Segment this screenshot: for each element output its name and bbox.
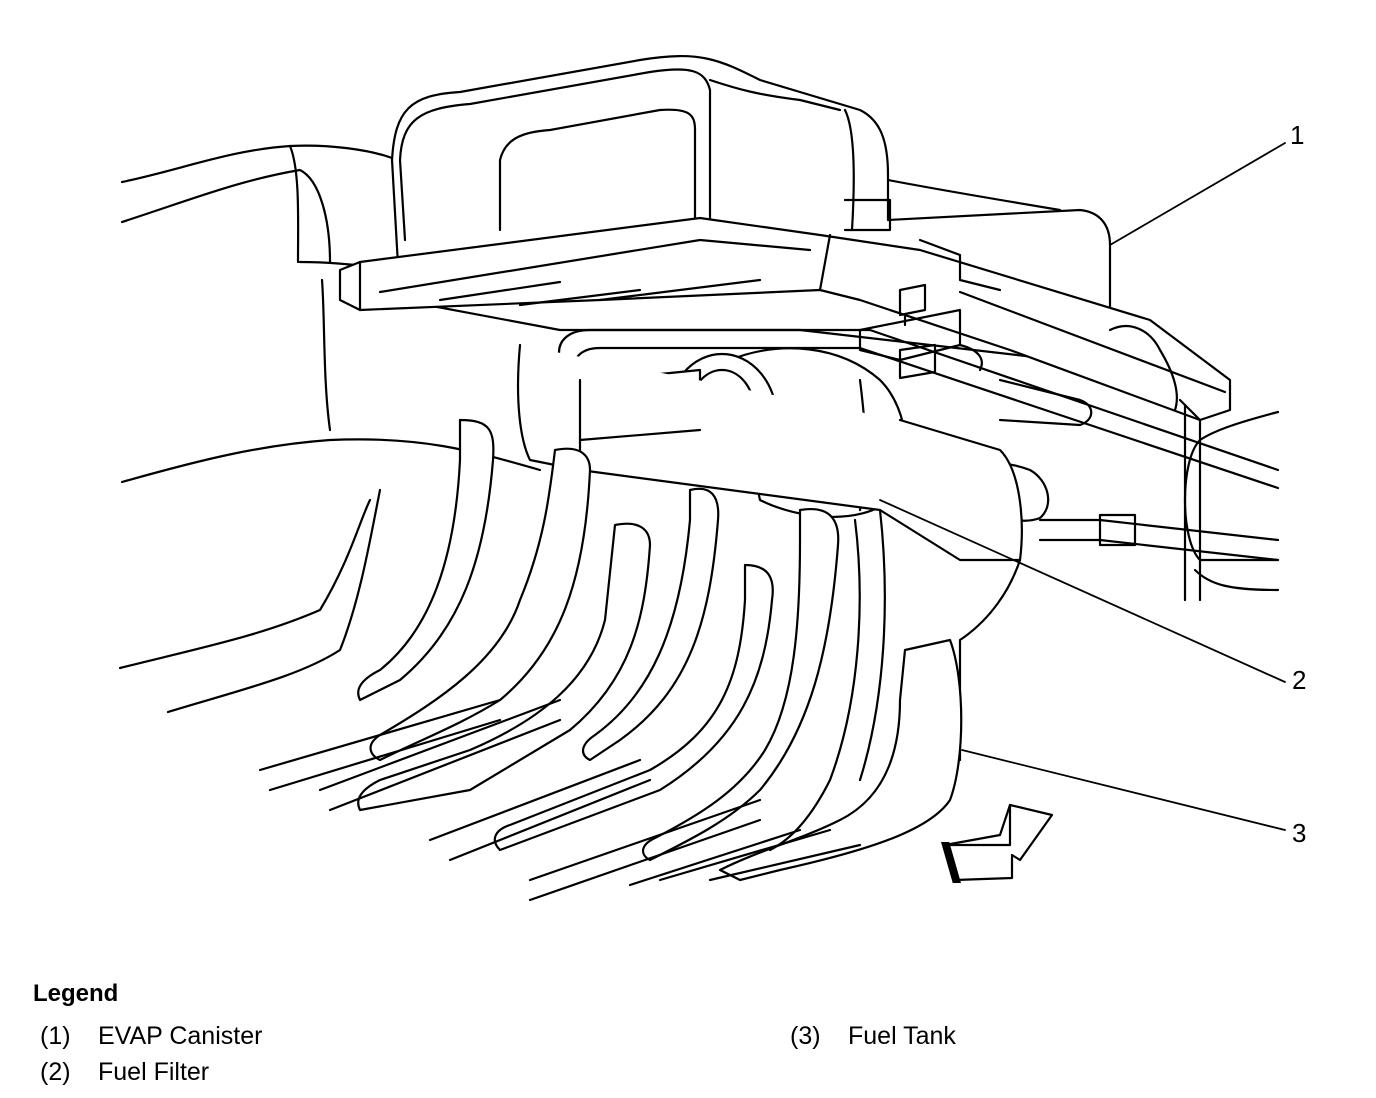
callout-3: 3 bbox=[1292, 818, 1307, 848]
leader-lines bbox=[879, 142, 1286, 831]
legend-title: Legend bbox=[33, 980, 119, 1007]
legend-item-number: (1) bbox=[40, 1022, 71, 1050]
legend-item: (2) Fuel Filter bbox=[40, 1058, 209, 1087]
legend-item-number: (3) bbox=[790, 1022, 821, 1050]
legend-item: (3) Fuel Tank bbox=[790, 1022, 956, 1051]
legend-item: (1) EVAP Canister bbox=[40, 1022, 262, 1051]
legend-item-label: Fuel Filter bbox=[98, 1058, 210, 1086]
leader-line-1 bbox=[1109, 142, 1286, 246]
callout-1: 1 bbox=[1290, 120, 1305, 150]
vehicle-frame bbox=[118, 144, 1280, 714]
leader-line-3 bbox=[961, 749, 1286, 831]
leader-line-2 bbox=[879, 499, 1286, 683]
fuel-system-illustration bbox=[118, 54, 1286, 902]
legend-item-number: (2) bbox=[40, 1058, 71, 1086]
callout-2: 2 bbox=[1292, 665, 1307, 695]
tank-shield-ribs bbox=[258, 418, 886, 902]
legend-item-label: EVAP Canister bbox=[98, 1022, 263, 1050]
front-direction-arrow-icon bbox=[941, 803, 1054, 883]
legend-item-label: Fuel Tank bbox=[848, 1022, 956, 1050]
